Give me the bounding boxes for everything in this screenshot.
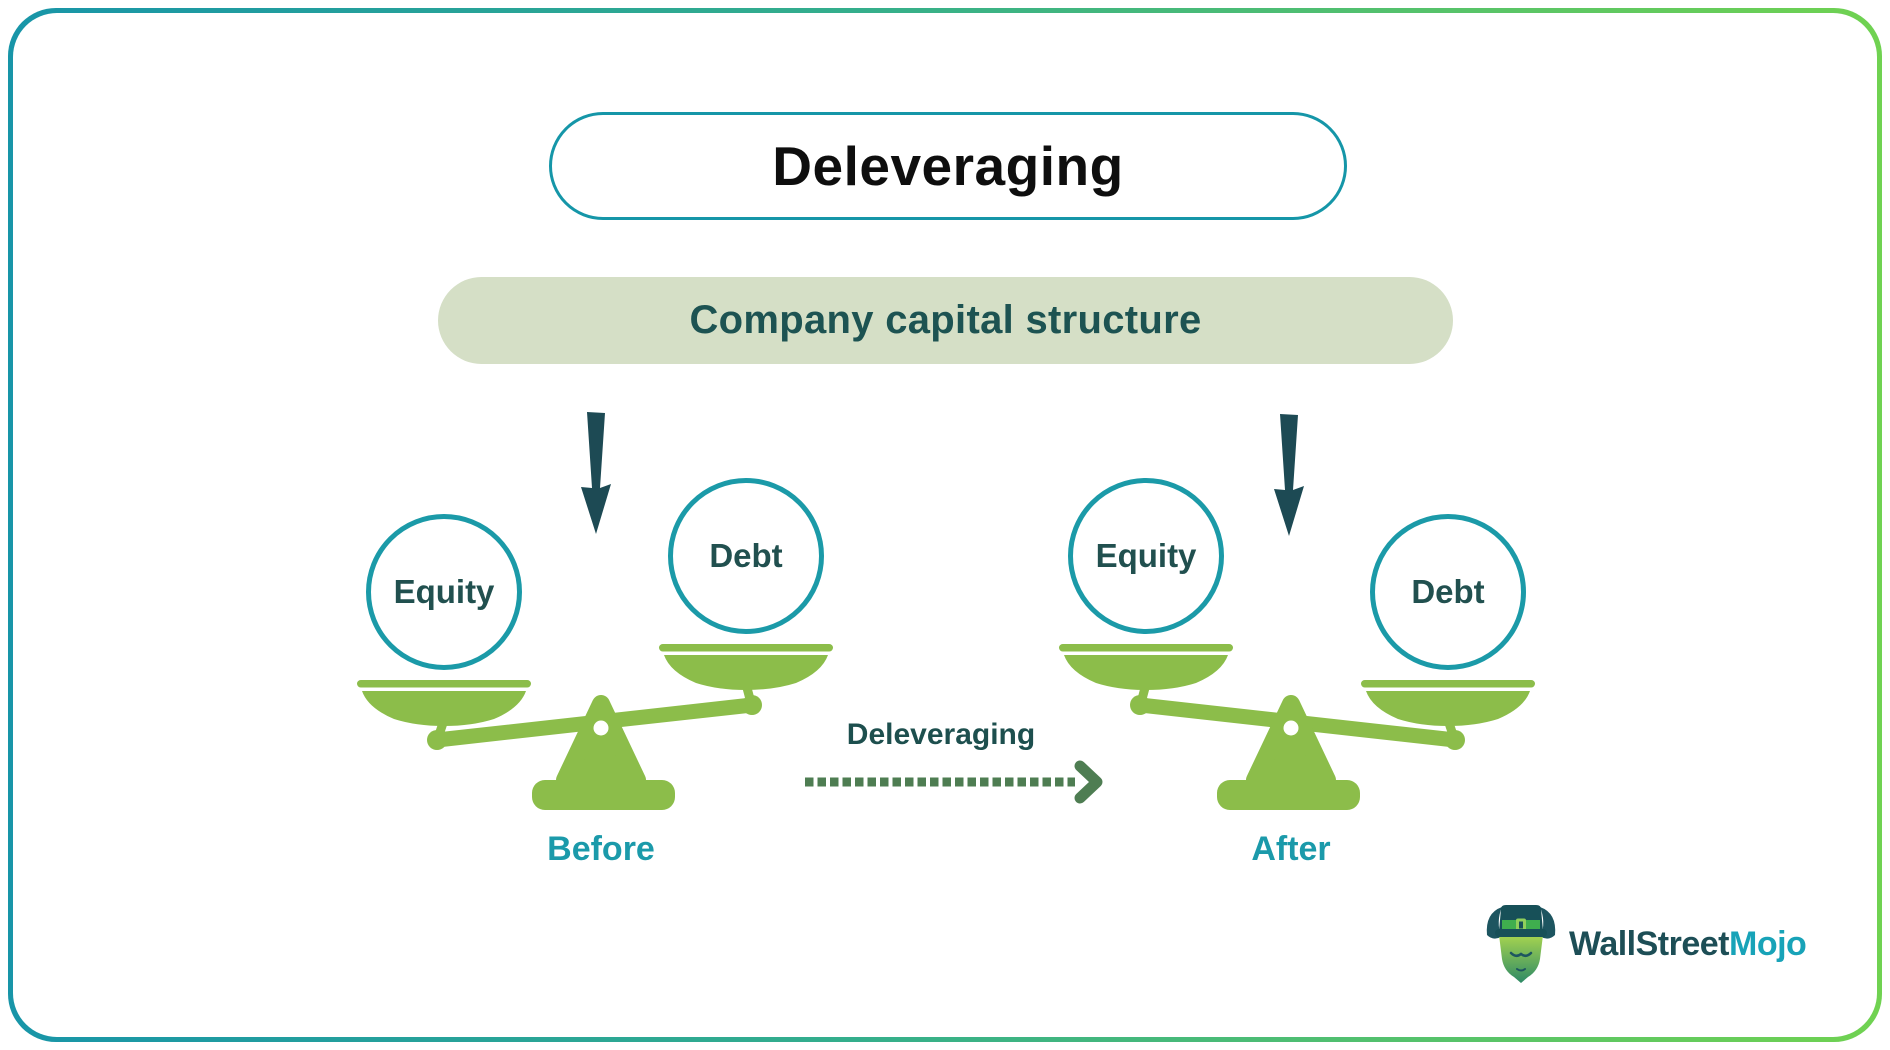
- gradient-border-frame: [8, 8, 1882, 1042]
- frame-inner-surface: [13, 13, 1877, 1037]
- before-debt-label: Debt: [709, 537, 783, 574]
- transition-label: Deleveraging: [846, 718, 1036, 751]
- down-arrow-icon: [1274, 414, 1304, 536]
- after-label: After: [1251, 830, 1331, 868]
- brand-wordmark: WallStreetMojo: [1569, 924, 1807, 964]
- dotted-right-arrow-icon: [805, 760, 1103, 804]
- before-equity-label: Equity: [393, 573, 495, 610]
- title-pill: Deleveraging: [549, 112, 1347, 220]
- subtitle-text: Company capital structure: [689, 298, 1202, 342]
- before-label: Before: [547, 830, 655, 868]
- before-debt-circle: Debt: [668, 478, 824, 634]
- after-equity-label: Equity: [1095, 537, 1197, 574]
- subtitle-pill: Company capital structure: [438, 277, 1453, 364]
- brand-logo: WallStreetMojo: [1483, 903, 1807, 985]
- brand-accent-text: Mojo: [1729, 924, 1807, 963]
- bull-mascot-icon: [1486, 905, 1556, 983]
- down-arrow-icon: [581, 412, 611, 534]
- after-debt-label: Debt: [1411, 573, 1485, 610]
- after-equity-circle: Equity: [1068, 478, 1224, 634]
- after-debt-circle: Debt: [1370, 514, 1526, 670]
- brand-primary-text: WallStreet: [1569, 924, 1730, 963]
- page-title: Deleveraging: [772, 135, 1124, 197]
- before-equity-circle: Equity: [366, 514, 522, 670]
